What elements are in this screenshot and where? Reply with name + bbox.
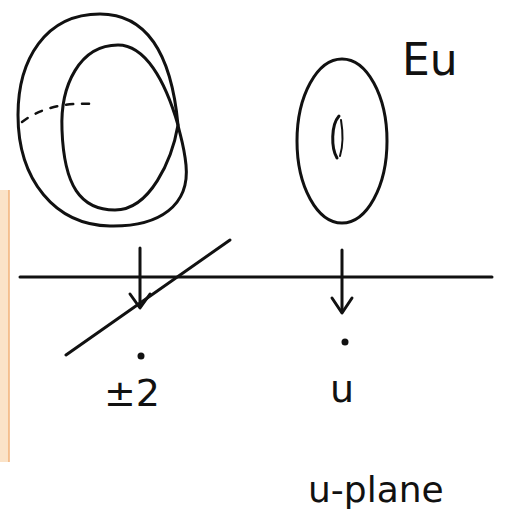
fiber-label: Eu — [402, 38, 458, 82]
vanishing-cycle — [22, 104, 95, 122]
side-panel — [0, 190, 9, 462]
torus-hole — [333, 116, 339, 158]
projection-arrow — [139, 248, 142, 306]
pinched-torus-hole — [62, 45, 178, 210]
arrow-head — [130, 294, 150, 308]
slash-line — [66, 240, 230, 355]
pinched-torus-outline — [18, 14, 186, 226]
torus-outline — [297, 59, 387, 223]
base-point — [342, 339, 349, 346]
u-plane-line — [20, 276, 492, 279]
side-panel-edge — [8, 190, 10, 462]
point-label: ±2 — [104, 374, 160, 412]
torus-hole — [340, 120, 342, 156]
arrow-head — [332, 298, 352, 313]
projection-arrow — [341, 250, 344, 312]
point-label: u — [330, 370, 354, 408]
plane-label: u-plane — [308, 472, 444, 508]
singular-point — [138, 353, 145, 360]
